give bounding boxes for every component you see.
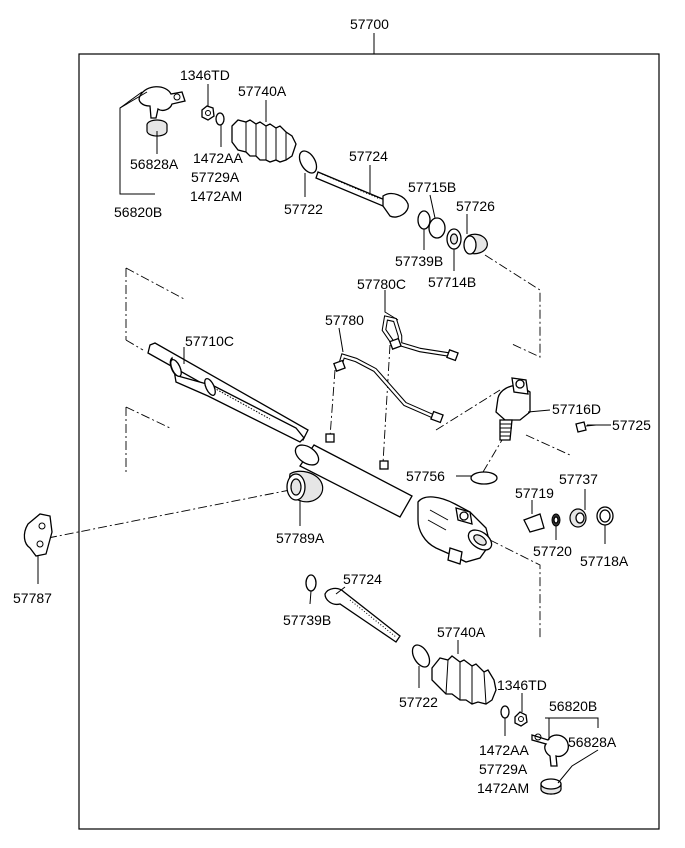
label-57716d: 57716D <box>552 401 601 417</box>
valve-assembly-57716d <box>495 377 531 441</box>
label-57715b: 57715B <box>408 179 456 195</box>
label-57718a: 57718A <box>580 553 629 569</box>
outline-housing-left <box>125 406 171 475</box>
outline-bushing <box>484 254 541 358</box>
clip-top <box>215 112 225 126</box>
outline-pipe-to-valve <box>435 389 501 431</box>
assembly-number-label: 57700 <box>350 16 389 32</box>
yoke-57737 <box>569 508 587 528</box>
gear-housing-body <box>417 496 493 565</box>
label-57725: 57725 <box>612 417 651 433</box>
mount-bushing-57789a <box>286 470 324 503</box>
lock-washer-bottom <box>305 574 317 592</box>
tie-rod-end-top <box>138 86 186 119</box>
label-57740a-top: 57740A <box>238 83 287 99</box>
spring-57720 <box>551 513 561 527</box>
outline-pipe-ports <box>329 344 391 464</box>
label-56828a-top: 56828A <box>130 156 179 172</box>
clip-bottom <box>500 705 510 719</box>
lock-nut-top <box>201 105 215 121</box>
label-57719: 57719 <box>515 485 554 501</box>
label-1346td-top: 1346TD <box>180 67 230 83</box>
label-57780c: 57780C <box>357 276 406 292</box>
return-pipe-57780c <box>381 315 459 362</box>
o-ring-57715b <box>428 217 446 239</box>
dust-cover-top <box>146 119 168 137</box>
label-57710c: 57710C <box>185 333 234 349</box>
bellows-boot-top <box>231 119 297 163</box>
label-57740a-bot: 57740A <box>437 624 486 640</box>
feed-pipe-57780 <box>333 353 444 424</box>
mount-bracket-57787 <box>23 513 53 557</box>
label-1472am-top: 1472AM <box>190 188 242 204</box>
label-56820b-top: 56820B <box>114 204 162 220</box>
o-ring-57756 <box>470 471 498 485</box>
label-57720: 57720 <box>533 543 572 559</box>
lock-nut-bottom <box>514 711 528 727</box>
band-clip-top <box>298 150 318 174</box>
label-57726: 57726 <box>456 198 495 214</box>
label-1472aa-bot: 1472AA <box>479 742 529 758</box>
label-57722-bot: 57722 <box>399 694 438 710</box>
label-57787: 57787 <box>13 590 52 606</box>
label-57737: 57737 <box>559 471 598 487</box>
dust-cover-bottom <box>540 778 562 795</box>
tie-rod-end-bottom <box>531 733 569 767</box>
part-labels: 1346TD 57740A 1472AA 56828A 57729A 1472A… <box>13 67 651 796</box>
label-56828a-bot: 56828A <box>568 734 617 750</box>
inner-tie-rod-bottom <box>324 587 401 643</box>
label-57714b: 57714B <box>428 274 476 290</box>
label-57756: 57756 <box>406 468 445 484</box>
label-57780: 57780 <box>325 312 364 328</box>
outline-valve-oring <box>482 434 506 473</box>
outline-rack-left <box>125 267 187 351</box>
outline-bracket <box>47 489 291 539</box>
rack-bushing-57726 <box>463 233 488 255</box>
label-1346td-bot: 1346TD <box>497 677 547 693</box>
inner-tie-rod-top <box>315 171 409 218</box>
label-57739b-top: 57739B <box>395 253 443 269</box>
label-57729a-bot: 57729A <box>479 761 528 777</box>
rack-stopper-57714b <box>446 228 462 250</box>
label-57729a-top: 57729A <box>191 169 240 185</box>
leader-lines <box>37 84 611 784</box>
rack-bar-57710c <box>147 342 309 443</box>
lock-washer-top <box>417 210 431 230</box>
label-1472aa-top: 1472AA <box>193 150 243 166</box>
label-57789a: 57789A <box>276 530 325 546</box>
label-57722-top: 57722 <box>284 201 323 217</box>
label-57724-bot: 57724 <box>343 571 382 587</box>
yoke-plug-57719 <box>523 513 545 533</box>
label-56820b-bot: 56820B <box>549 698 597 714</box>
outline-housing-right <box>489 434 571 640</box>
lock-nut-57718a <box>596 506 614 526</box>
label-57724-top: 57724 <box>349 148 388 164</box>
bolt-57725 <box>575 421 597 433</box>
gear-housing-tube <box>294 433 413 518</box>
label-1472am-bot: 1472AM <box>477 780 529 796</box>
assembly-frame <box>78 53 660 830</box>
bellows-boot-bottom <box>431 655 497 705</box>
band-clip-bottom <box>411 644 431 668</box>
label-57739b-bot: 57739B <box>283 612 331 628</box>
